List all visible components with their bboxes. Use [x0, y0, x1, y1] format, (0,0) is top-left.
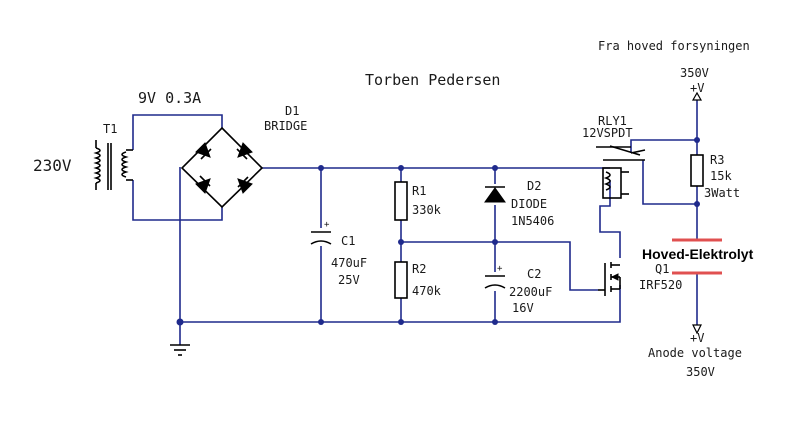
- d1-type: BRIDGE: [264, 119, 307, 133]
- author-title: Torben Pedersen: [365, 71, 500, 89]
- diode-d2: [484, 186, 506, 203]
- main-cap-label: Hoved-Elektrolyt: [642, 246, 754, 262]
- r2-value: 470k: [412, 284, 442, 298]
- r2-ref: R2: [412, 262, 426, 276]
- ground-icon: [170, 344, 190, 356]
- r1-ref: R1: [412, 184, 426, 198]
- d2-type: DIODE: [511, 197, 547, 211]
- d2-ref: D2: [527, 179, 541, 193]
- c2-ref: C2: [527, 267, 541, 281]
- d2-part: 1N5406: [511, 214, 554, 228]
- wiring: [132, 100, 698, 345]
- svg-text:+: +: [497, 264, 503, 274]
- mains-label: 230V: [33, 156, 72, 175]
- relay-ref: RLY1: [598, 114, 627, 128]
- t1-ref: T1: [103, 122, 117, 136]
- supply-note: Fra hoved forsyningen: [598, 39, 750, 53]
- c1-voltage: 25V: [338, 273, 360, 287]
- c1-value: 470uF: [331, 256, 367, 270]
- resistor-r3: [690, 154, 704, 187]
- relay-rly1: [596, 145, 646, 199]
- top-rail-arrow: [691, 91, 703, 101]
- q1-ref: Q1: [655, 262, 669, 276]
- junctions: [176, 137, 700, 326]
- resistor-r1: [394, 181, 408, 221]
- q1-part: IRF520: [639, 278, 682, 292]
- r3-ref: R3: [710, 153, 724, 167]
- r3-value: 15k: [710, 169, 732, 183]
- r3-power: 3Watt: [704, 186, 740, 200]
- top-rail-voltage: 350V: [680, 66, 709, 80]
- bottom-rail-symbol: +V: [690, 331, 704, 345]
- bridge-rectifier-d1: [180, 126, 264, 209]
- r1-value: 330k: [412, 203, 442, 217]
- capacitor-c2: +: [484, 264, 506, 289]
- bottom-rail-label: Anode voltage: [648, 346, 742, 360]
- capacitor-c1: +: [310, 220, 332, 245]
- t1-rating: 9V 0.3A: [138, 89, 201, 107]
- top-rail-symbol: +V: [690, 81, 704, 95]
- main-capacitor: [672, 238, 722, 275]
- d1-ref: D1: [285, 104, 299, 118]
- transformer-t1: [93, 140, 133, 190]
- c1-ref: C1: [341, 234, 355, 248]
- c2-value: 2200uF: [509, 285, 552, 299]
- relay-type: 12VSPDT: [582, 126, 633, 140]
- resistor-r2: [394, 261, 408, 299]
- bottom-rail-voltage: 350V: [686, 365, 715, 379]
- bottom-rail-arrow: [692, 324, 702, 335]
- mosfet-q1: [598, 262, 621, 296]
- c2-voltage: 16V: [512, 301, 534, 315]
- svg-text:+: +: [324, 220, 330, 230]
